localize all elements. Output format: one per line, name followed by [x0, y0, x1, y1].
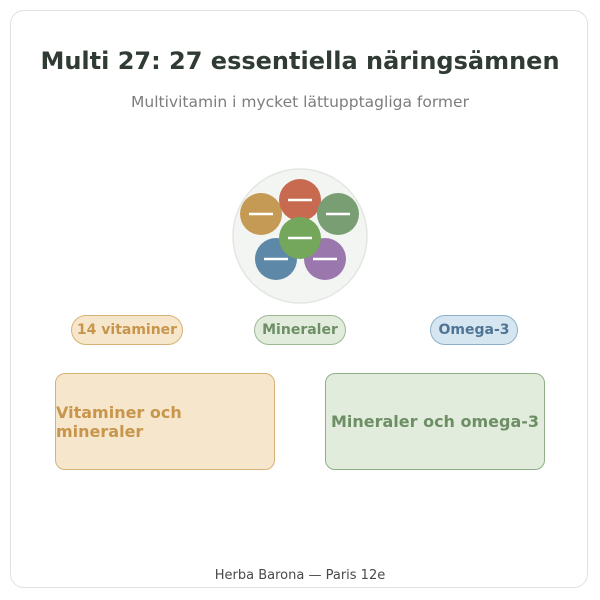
pill-1	[240, 193, 282, 235]
tag-omega3-label: Omega-3	[438, 322, 510, 338]
box-minerals-omega3-label: Mineraler och omega-3	[330, 412, 540, 431]
tag-vitamins: 14 vitaminer	[71, 315, 183, 345]
tag-minerals-label: Mineraler	[262, 322, 338, 338]
footer-credit: Herba Barona — Paris 12e	[214, 568, 386, 583]
box-vitamins-minerals-label: Vitaminer och mineraler	[56, 402, 182, 441]
pill-6	[279, 217, 321, 259]
pill-cluster-icon	[232, 168, 368, 304]
tag-vitamins-label: 14 vitaminer	[76, 322, 178, 338]
page-title: Multi 27: 27 essentiella näringsämnen	[40, 47, 560, 75]
pill-2	[279, 179, 321, 221]
box-minerals-omega3: Mineraler och omega-3	[325, 373, 545, 470]
tag-omega3: Omega-3	[430, 315, 518, 345]
box-vitamins-minerals: Vitaminer och mineraler	[55, 373, 275, 470]
page-subtitle: Multivitamin i mycket lättupptagliga for…	[131, 93, 469, 111]
pill-3	[317, 193, 359, 235]
tag-minerals: Mineraler	[254, 315, 346, 345]
